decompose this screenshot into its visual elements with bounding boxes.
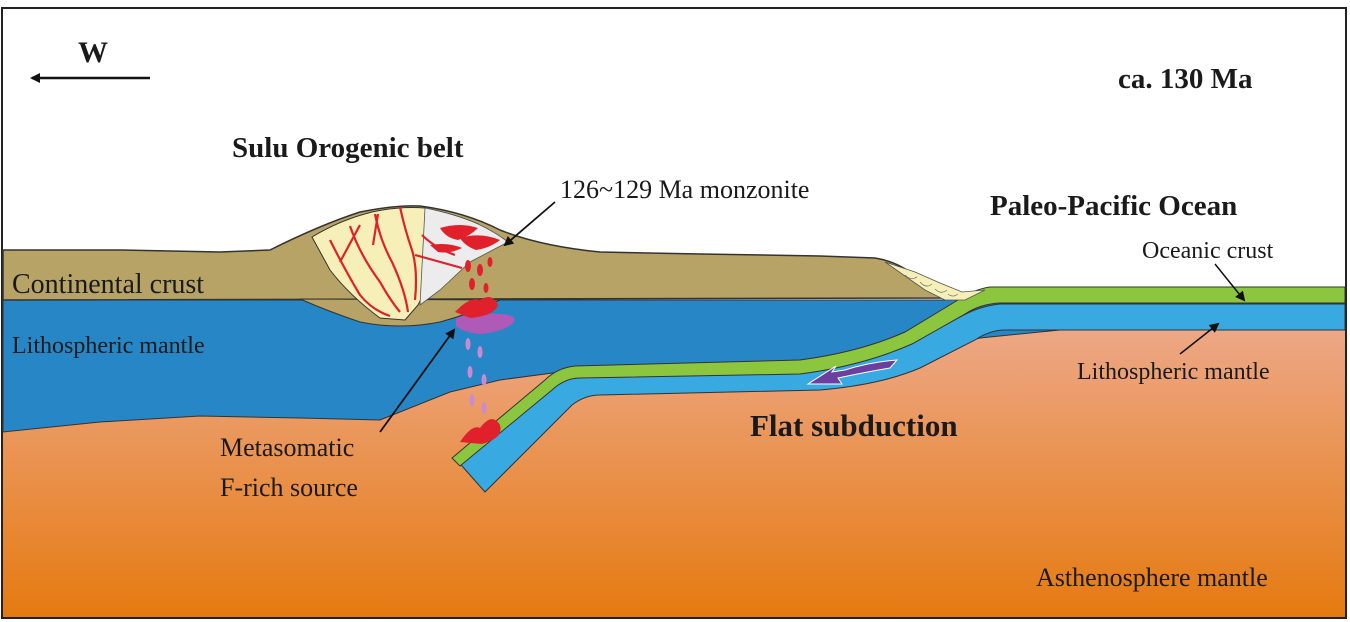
west-label: W [78, 36, 108, 69]
slab-oceanic-crust [451, 286, 1346, 467]
oceanic-crust-pointer [1214, 263, 1246, 302]
metasomatic-droplets [465, 338, 487, 414]
lithospheric-mantle-pointer [1179, 322, 1220, 355]
accretionary-wedge-lines [904, 274, 959, 297]
flat-subduction-label: Flat subduction [750, 408, 958, 443]
monzonite-intrusions [430, 225, 500, 253]
metasomatic-label-line2: F-rich source [220, 473, 358, 502]
lithospheric-mantle-label-left: Lithospheric mantle [12, 333, 205, 359]
continental-crust-label: Continental crust [12, 269, 204, 300]
metasomatic-source [456, 313, 515, 334]
orogen-label: Sulu Orogenic belt [232, 132, 464, 164]
asthenosphere-label: Asthenosphere mantle [1036, 563, 1268, 592]
flat-subduction-arrow [806, 359, 899, 385]
lithospheric-mantle-label-right: Lithospheric mantle [1077, 359, 1270, 385]
monzonite-label: 126~129 Ma monzonite [560, 175, 809, 204]
rising-magma-pods [455, 257, 501, 444]
accretionary-wedge [884, 261, 986, 301]
ocean-label: Paleo-Pacific Ocean [990, 190, 1237, 222]
oceanic-crust-label: Oceanic crust [1142, 238, 1274, 264]
west-direction-indicator: W [30, 36, 150, 83]
monzonite-pointer [503, 201, 556, 247]
metasomatic-label-line1: Metasomatic [220, 433, 354, 462]
metasomatic-pointer [379, 328, 456, 433]
time-label: ca. 130 Ma [1118, 63, 1253, 95]
